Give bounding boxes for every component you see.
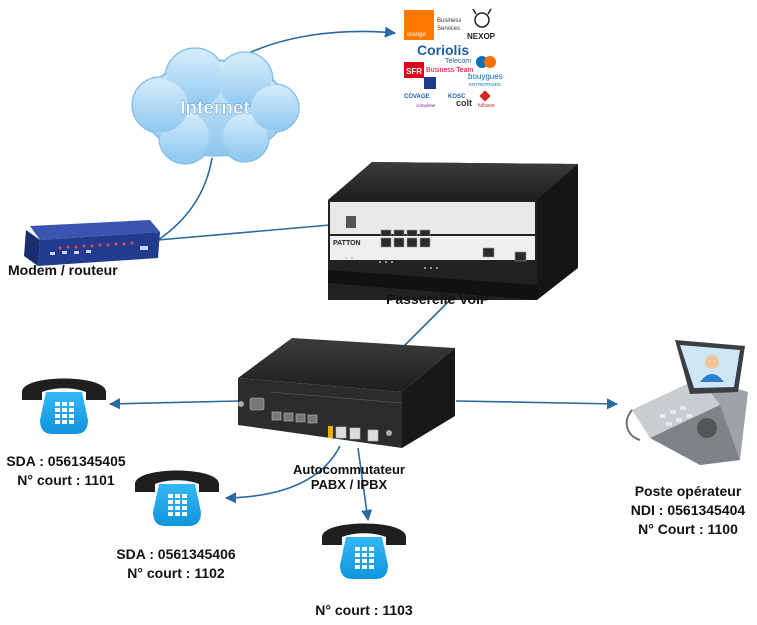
internet-label: Internet bbox=[180, 98, 250, 119]
gateway-brand-text: PATTON bbox=[333, 240, 361, 247]
nexop-logo: NEXOP bbox=[467, 8, 496, 41]
modem-label: Modem / routeur bbox=[8, 262, 118, 278]
operator-post-short: N° Court : 1100 bbox=[638, 521, 738, 537]
orange-logo bbox=[404, 10, 434, 40]
sfr-small-logo bbox=[424, 77, 436, 89]
sfr-sub-text: Business Team bbox=[426, 67, 474, 74]
bouygues-logo: bouygues ENTREPRISES bbox=[468, 56, 503, 87]
link-pabx-operator bbox=[455, 398, 619, 410]
bouygues-sub-text: ENTREPRISES bbox=[469, 82, 501, 87]
phone-1101-short: N° court : 1101 bbox=[17, 472, 115, 488]
modem-router-icon bbox=[24, 220, 160, 266]
connections bbox=[108, 26, 619, 522]
bouygues-text: bouygues bbox=[468, 72, 503, 81]
phone-icon-1101 bbox=[22, 378, 106, 434]
phone-1101-label: SDA : 0561345405 N° court : 1101 bbox=[0, 452, 132, 490]
covage-text: COVAGE bbox=[404, 94, 430, 100]
provider-logos: orange Business Services NEXOP Coriolis … bbox=[404, 8, 503, 109]
nexop-text: NEXOP bbox=[467, 32, 496, 41]
operator-console-icon bbox=[625, 340, 748, 465]
phone-icon-1103 bbox=[322, 523, 406, 579]
link-pabx-phone-1103 bbox=[357, 447, 373, 522]
colt-text: colt bbox=[456, 98, 472, 108]
kosc-text: KOSC bbox=[448, 94, 466, 100]
sfr-text: SFR bbox=[406, 67, 422, 76]
operator-post-label: Poste opérateur NDI : 0561345404 N° Cour… bbox=[613, 482, 757, 539]
operator-post-title: Poste opérateur bbox=[634, 483, 742, 499]
pabx-label: Autocommutateur PABX / IPBX bbox=[284, 462, 414, 492]
pabx-label-line1: Autocommutateur bbox=[293, 462, 405, 477]
internet-cloud-icon: Internet bbox=[131, 47, 300, 165]
sfr-logo bbox=[404, 62, 424, 78]
fullsave-text: fullsave bbox=[478, 103, 495, 109]
link-pabx-phone-1101 bbox=[108, 398, 239, 410]
orange-logo-text: orange bbox=[407, 32, 426, 38]
orange-sub1-text: Business bbox=[437, 18, 461, 24]
fullsave-logo bbox=[479, 90, 491, 102]
link-pabx-phone-1102 bbox=[224, 445, 341, 504]
phone-1102-sda: SDA : 0561345406 bbox=[116, 546, 236, 562]
link-modem-gateway bbox=[157, 224, 331, 241]
phone-1103-label: N° court : 1103 bbox=[315, 602, 413, 618]
operator-post-ndi: NDI : 0561345404 bbox=[630, 502, 746, 518]
completel-text: completel bbox=[416, 103, 435, 108]
coriolis-text: Coriolis bbox=[417, 42, 469, 58]
phone-1102-label: SDA : 0561345406 N° court : 1102 bbox=[110, 545, 242, 583]
phone-icon-1102 bbox=[135, 470, 219, 526]
orange-sub2-text: Services bbox=[437, 26, 460, 32]
link-internet-modem bbox=[157, 157, 213, 241]
voip-gateway-icon: PATTON bbox=[328, 162, 578, 300]
gateway-label: Passerelle VoIP bbox=[386, 291, 490, 307]
phone-1101-sda: SDA : 0561345405 bbox=[6, 453, 126, 469]
phone-1102-short: N° court : 1102 bbox=[127, 565, 225, 581]
coriolis-sub-text: Telecom bbox=[445, 58, 471, 65]
pabx-icon bbox=[238, 338, 455, 448]
pabx-label-line2: PABX / IPBX bbox=[310, 477, 388, 492]
